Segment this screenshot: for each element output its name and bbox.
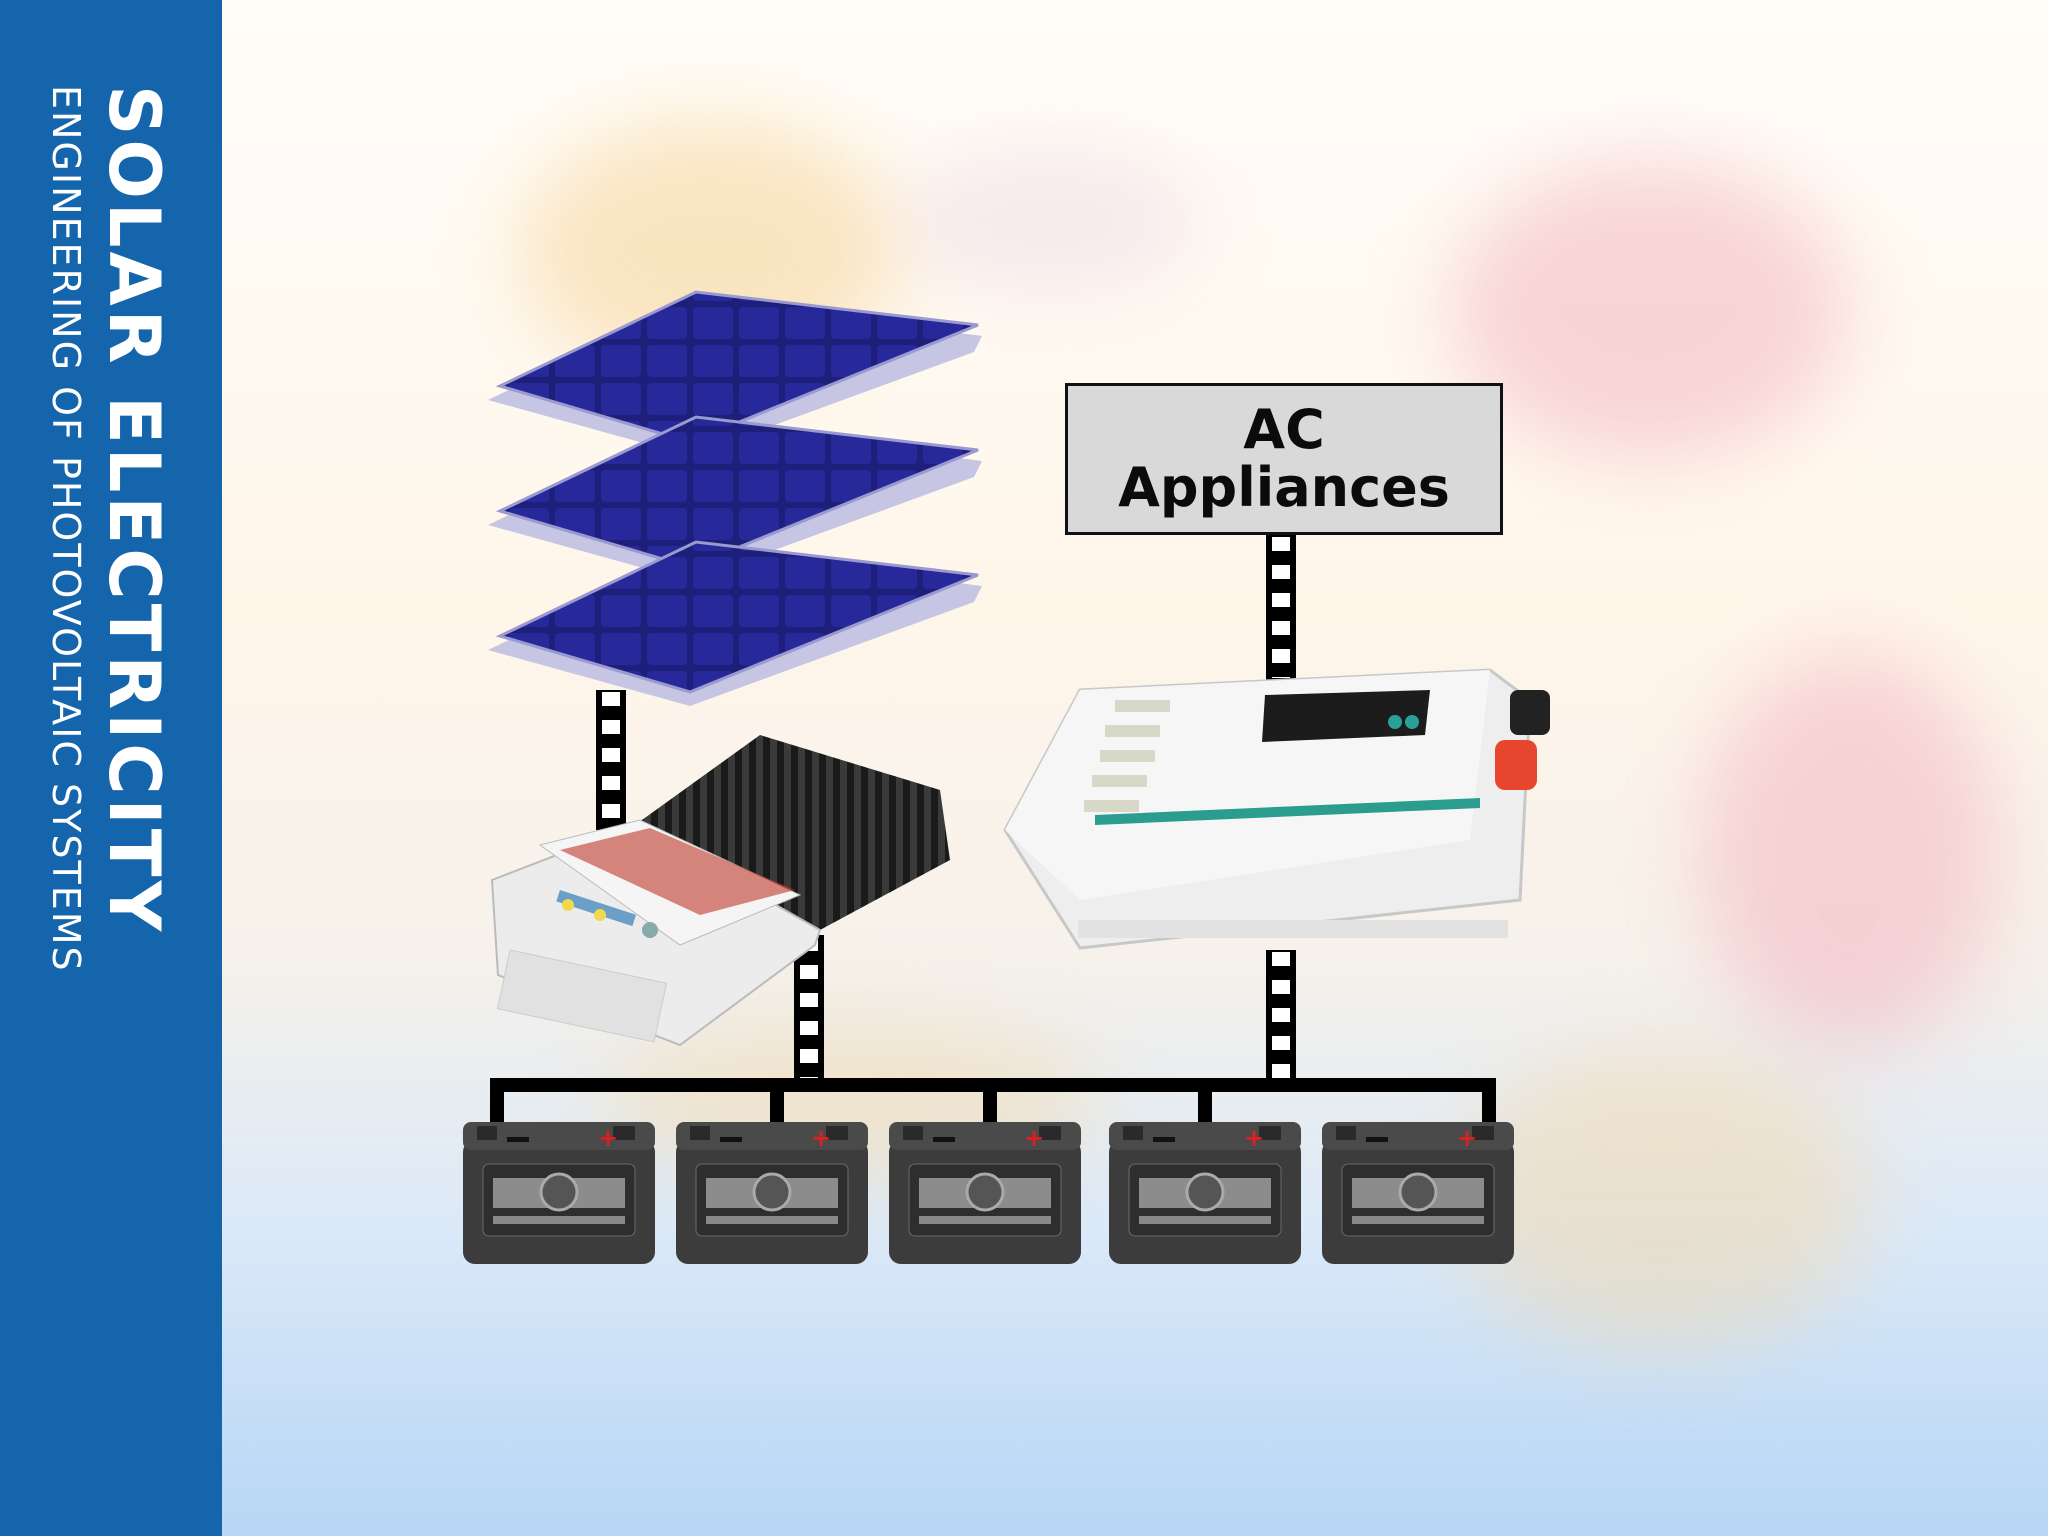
wire-panel-controller bbox=[596, 690, 626, 830]
ac-appliances-box: AC Appliances bbox=[1065, 383, 1503, 535]
bg-blob bbox=[1450, 1050, 1870, 1350]
bg-blob bbox=[1700, 650, 2000, 1050]
battery-icon: + bbox=[1322, 1122, 1514, 1264]
solar-panel-icon bbox=[488, 290, 982, 456]
battery-bank: + + bbox=[463, 1122, 1514, 1264]
wire-group bbox=[490, 535, 1496, 1128]
charge-controller-icon bbox=[490, 735, 950, 1047]
sidebar: SOLAR ELECTRICITY ENGINEERING OF PHOTOVO… bbox=[0, 0, 222, 1536]
bg-blob bbox=[900, 150, 1200, 290]
solar-panel-icon bbox=[488, 540, 982, 706]
battery-icon: + bbox=[1109, 1122, 1301, 1264]
bg-blob bbox=[1450, 160, 1850, 460]
battery-icon: + bbox=[463, 1122, 655, 1264]
svg-text:+: + bbox=[1457, 1124, 1477, 1152]
battery-icon: + bbox=[676, 1122, 868, 1264]
solar-panel-stack bbox=[488, 290, 982, 706]
solar-panel-icon bbox=[488, 415, 982, 581]
battery-bus bbox=[490, 1078, 1496, 1128]
wire-controller-bus bbox=[794, 935, 824, 1085]
wire-ac-inverter bbox=[1266, 535, 1296, 680]
ac-label-line2: Appliances bbox=[1118, 456, 1450, 519]
svg-text:+: + bbox=[811, 1124, 831, 1152]
ac-label-line1: AC bbox=[1243, 398, 1325, 461]
svg-text:+: + bbox=[1024, 1124, 1044, 1152]
inverter-icon bbox=[1003, 668, 1550, 950]
svg-text:+: + bbox=[1244, 1124, 1264, 1152]
svg-text:+: + bbox=[598, 1124, 618, 1152]
battery-icon: + bbox=[889, 1122, 1081, 1264]
wire-inverter-bus bbox=[1266, 950, 1296, 1085]
